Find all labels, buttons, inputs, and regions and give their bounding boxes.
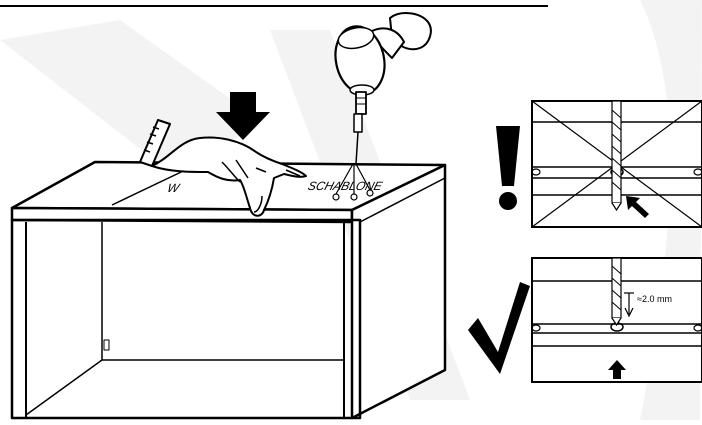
template-label: SCHABLONE [306, 179, 384, 193]
wrong-method-panel [532, 101, 702, 227]
cabinet-front-frame [12, 220, 360, 418]
depth-annotation: ≈2.0 mm [637, 294, 672, 304]
checkmark-icon [468, 282, 530, 374]
warning-exclamation-icon [496, 126, 520, 210]
cabinet [12, 162, 445, 418]
